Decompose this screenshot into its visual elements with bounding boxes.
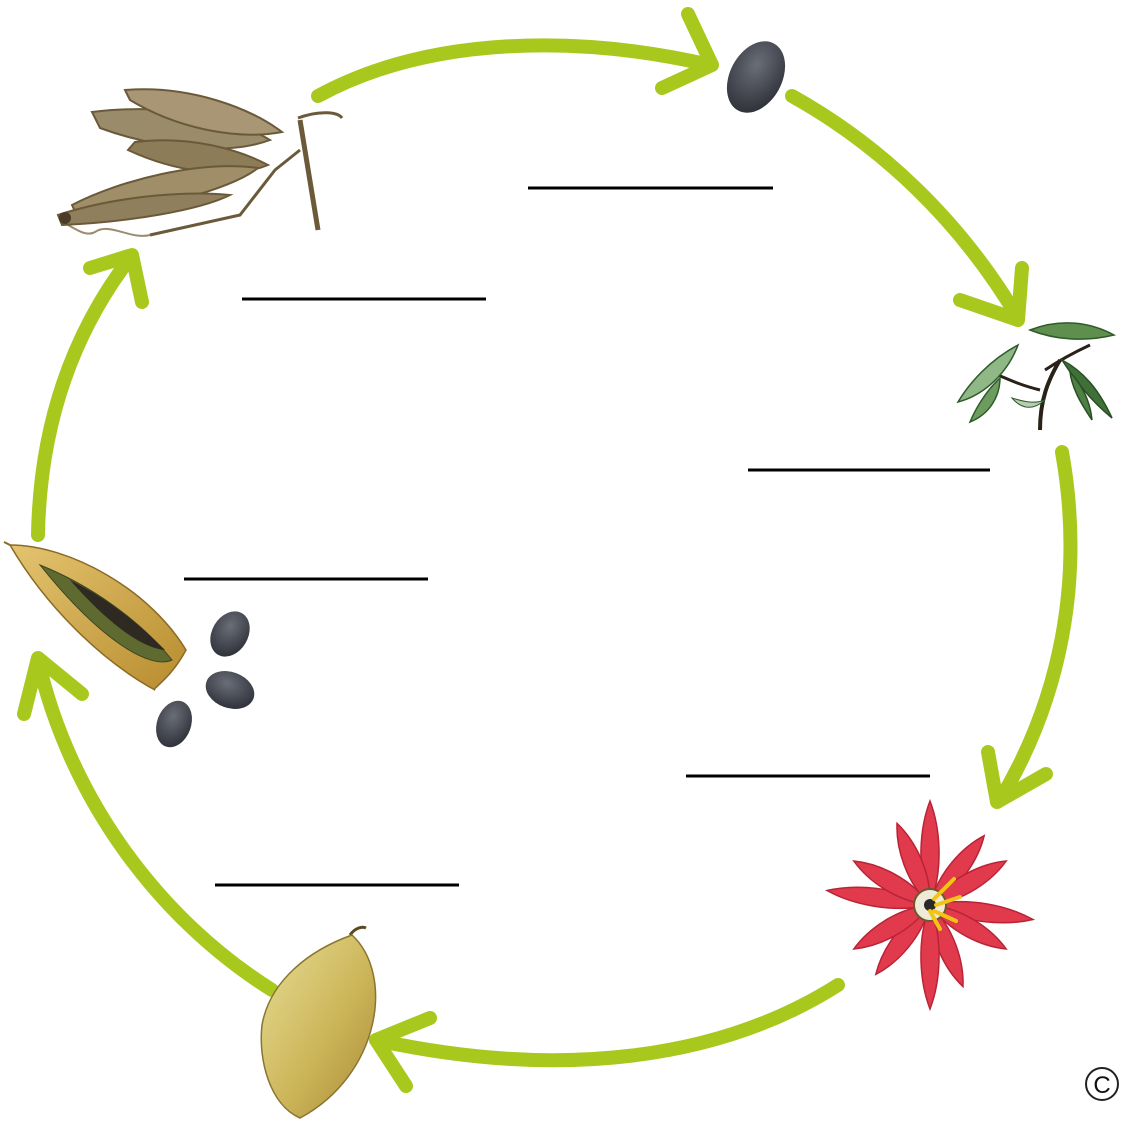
- cycle-arrow-vine-to-seed: [318, 14, 712, 96]
- seed-icon: [715, 31, 797, 123]
- cycle-arrow-seed-to-seedling: [792, 96, 1022, 320]
- seedling-icon: [958, 323, 1114, 430]
- cycle-arrow-seedling-to-flower: [988, 452, 1070, 802]
- flower-icon: [826, 801, 1034, 1009]
- withered-vine-icon: [58, 89, 342, 236]
- open-fruit-with-seeds-icon: [4, 542, 260, 752]
- cycle-arrow-flower-to-fruit: [376, 985, 838, 1086]
- cycle-arrow-open-fruit-to-vine: [38, 255, 142, 535]
- fruit-icon: [261, 927, 375, 1118]
- copyright-symbol: C: [1085, 1067, 1119, 1101]
